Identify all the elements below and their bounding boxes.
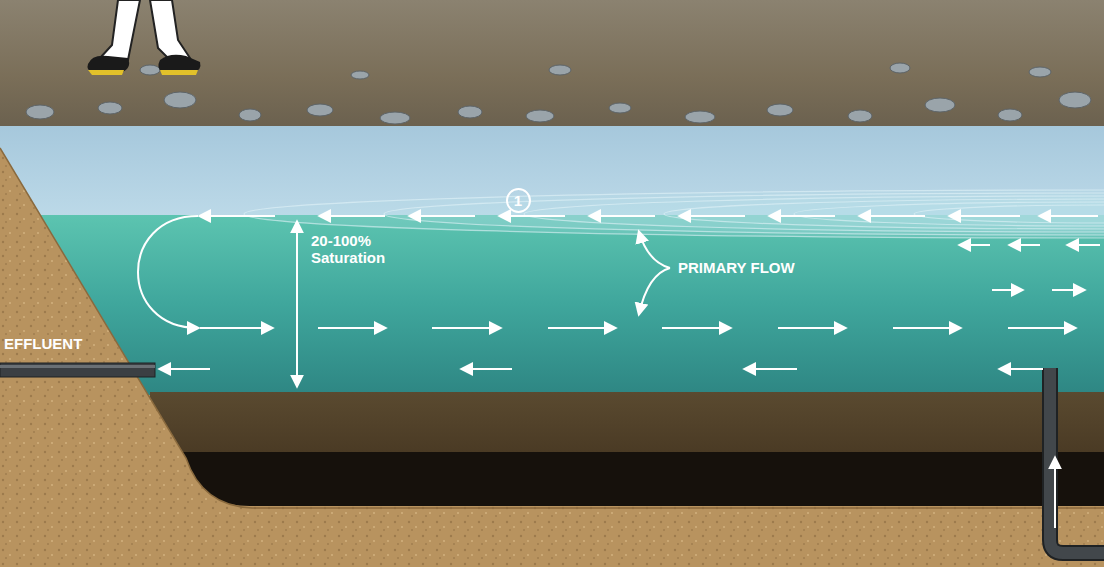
- rocks: [26, 63, 1091, 124]
- flow-arrows: [138, 216, 1100, 369]
- cartoon-figure: [88, 0, 201, 75]
- effluent-label: EFFLUENT: [4, 335, 82, 352]
- pipe-highlight: [0, 365, 155, 368]
- inlet-pipe-body: [1050, 368, 1104, 553]
- flow-brace: [639, 232, 670, 314]
- sludge-layer: [180, 452, 1104, 506]
- left-bank: [0, 148, 1104, 567]
- inlet-pipe: [1050, 368, 1104, 553]
- flow-label: PRIMARY FLOW: [678, 259, 795, 276]
- bank-edge: [0, 148, 1104, 508]
- depth-arrow: [296, 222, 298, 386]
- inlet-arrow: [1054, 458, 1056, 528]
- callout-circle: 1: [506, 188, 531, 213]
- far-bank: [0, 0, 1104, 130]
- ripples: [244, 190, 1104, 238]
- effluent-pipe: [0, 363, 155, 377]
- callout-number: 1: [514, 193, 522, 208]
- sediment-layer: [150, 392, 1104, 454]
- water-body: [0, 215, 1104, 395]
- saturation-label: 20-100% Saturation: [311, 232, 395, 267]
